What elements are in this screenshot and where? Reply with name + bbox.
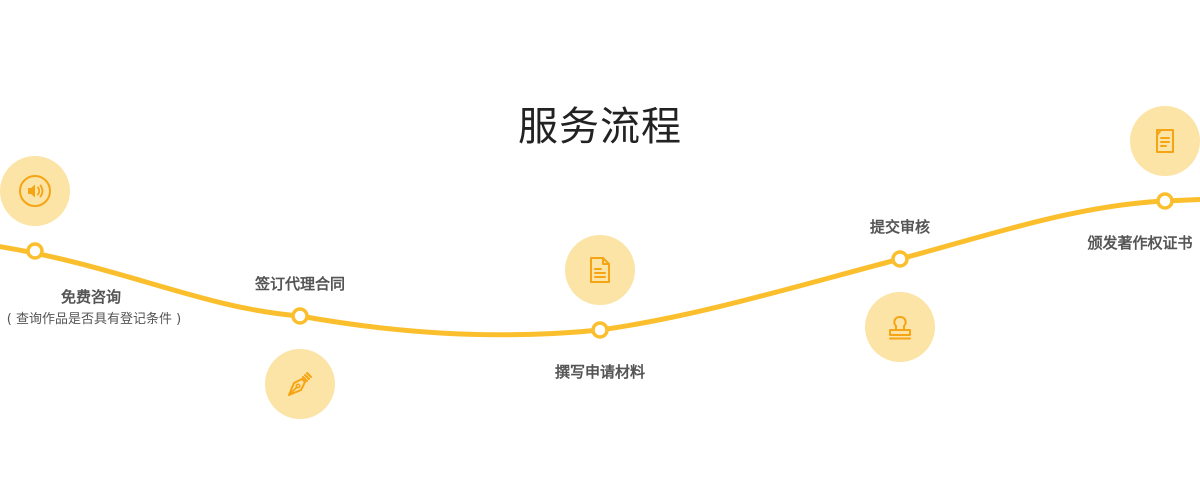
- step-label-issue-certificate: 颁发著作权证书: [1087, 234, 1193, 252]
- step-node-1: [26, 242, 44, 260]
- document-icon: [565, 235, 635, 305]
- pen-nib-icon: [265, 349, 335, 419]
- step-label-submit-review: 提交审核: [869, 218, 930, 236]
- speaker-icon: [0, 156, 70, 226]
- step-label-contract: 签订代理合同: [254, 275, 345, 293]
- step-sublabel-consult: ( 查询作品是否具有登记条件 ): [6, 312, 182, 327]
- step-node-2: [291, 307, 309, 325]
- step-node-4: [891, 250, 909, 268]
- step-label-consult: 免费咨询: [60, 288, 121, 306]
- page-title: 服务流程: [518, 103, 682, 150]
- step-node-5: [1156, 192, 1174, 210]
- step-node-3: [591, 321, 609, 339]
- certificate-icon: [1130, 106, 1200, 176]
- stamp-icon: [865, 292, 935, 362]
- step-label-write-materials: 撰写申请材料: [554, 363, 645, 381]
